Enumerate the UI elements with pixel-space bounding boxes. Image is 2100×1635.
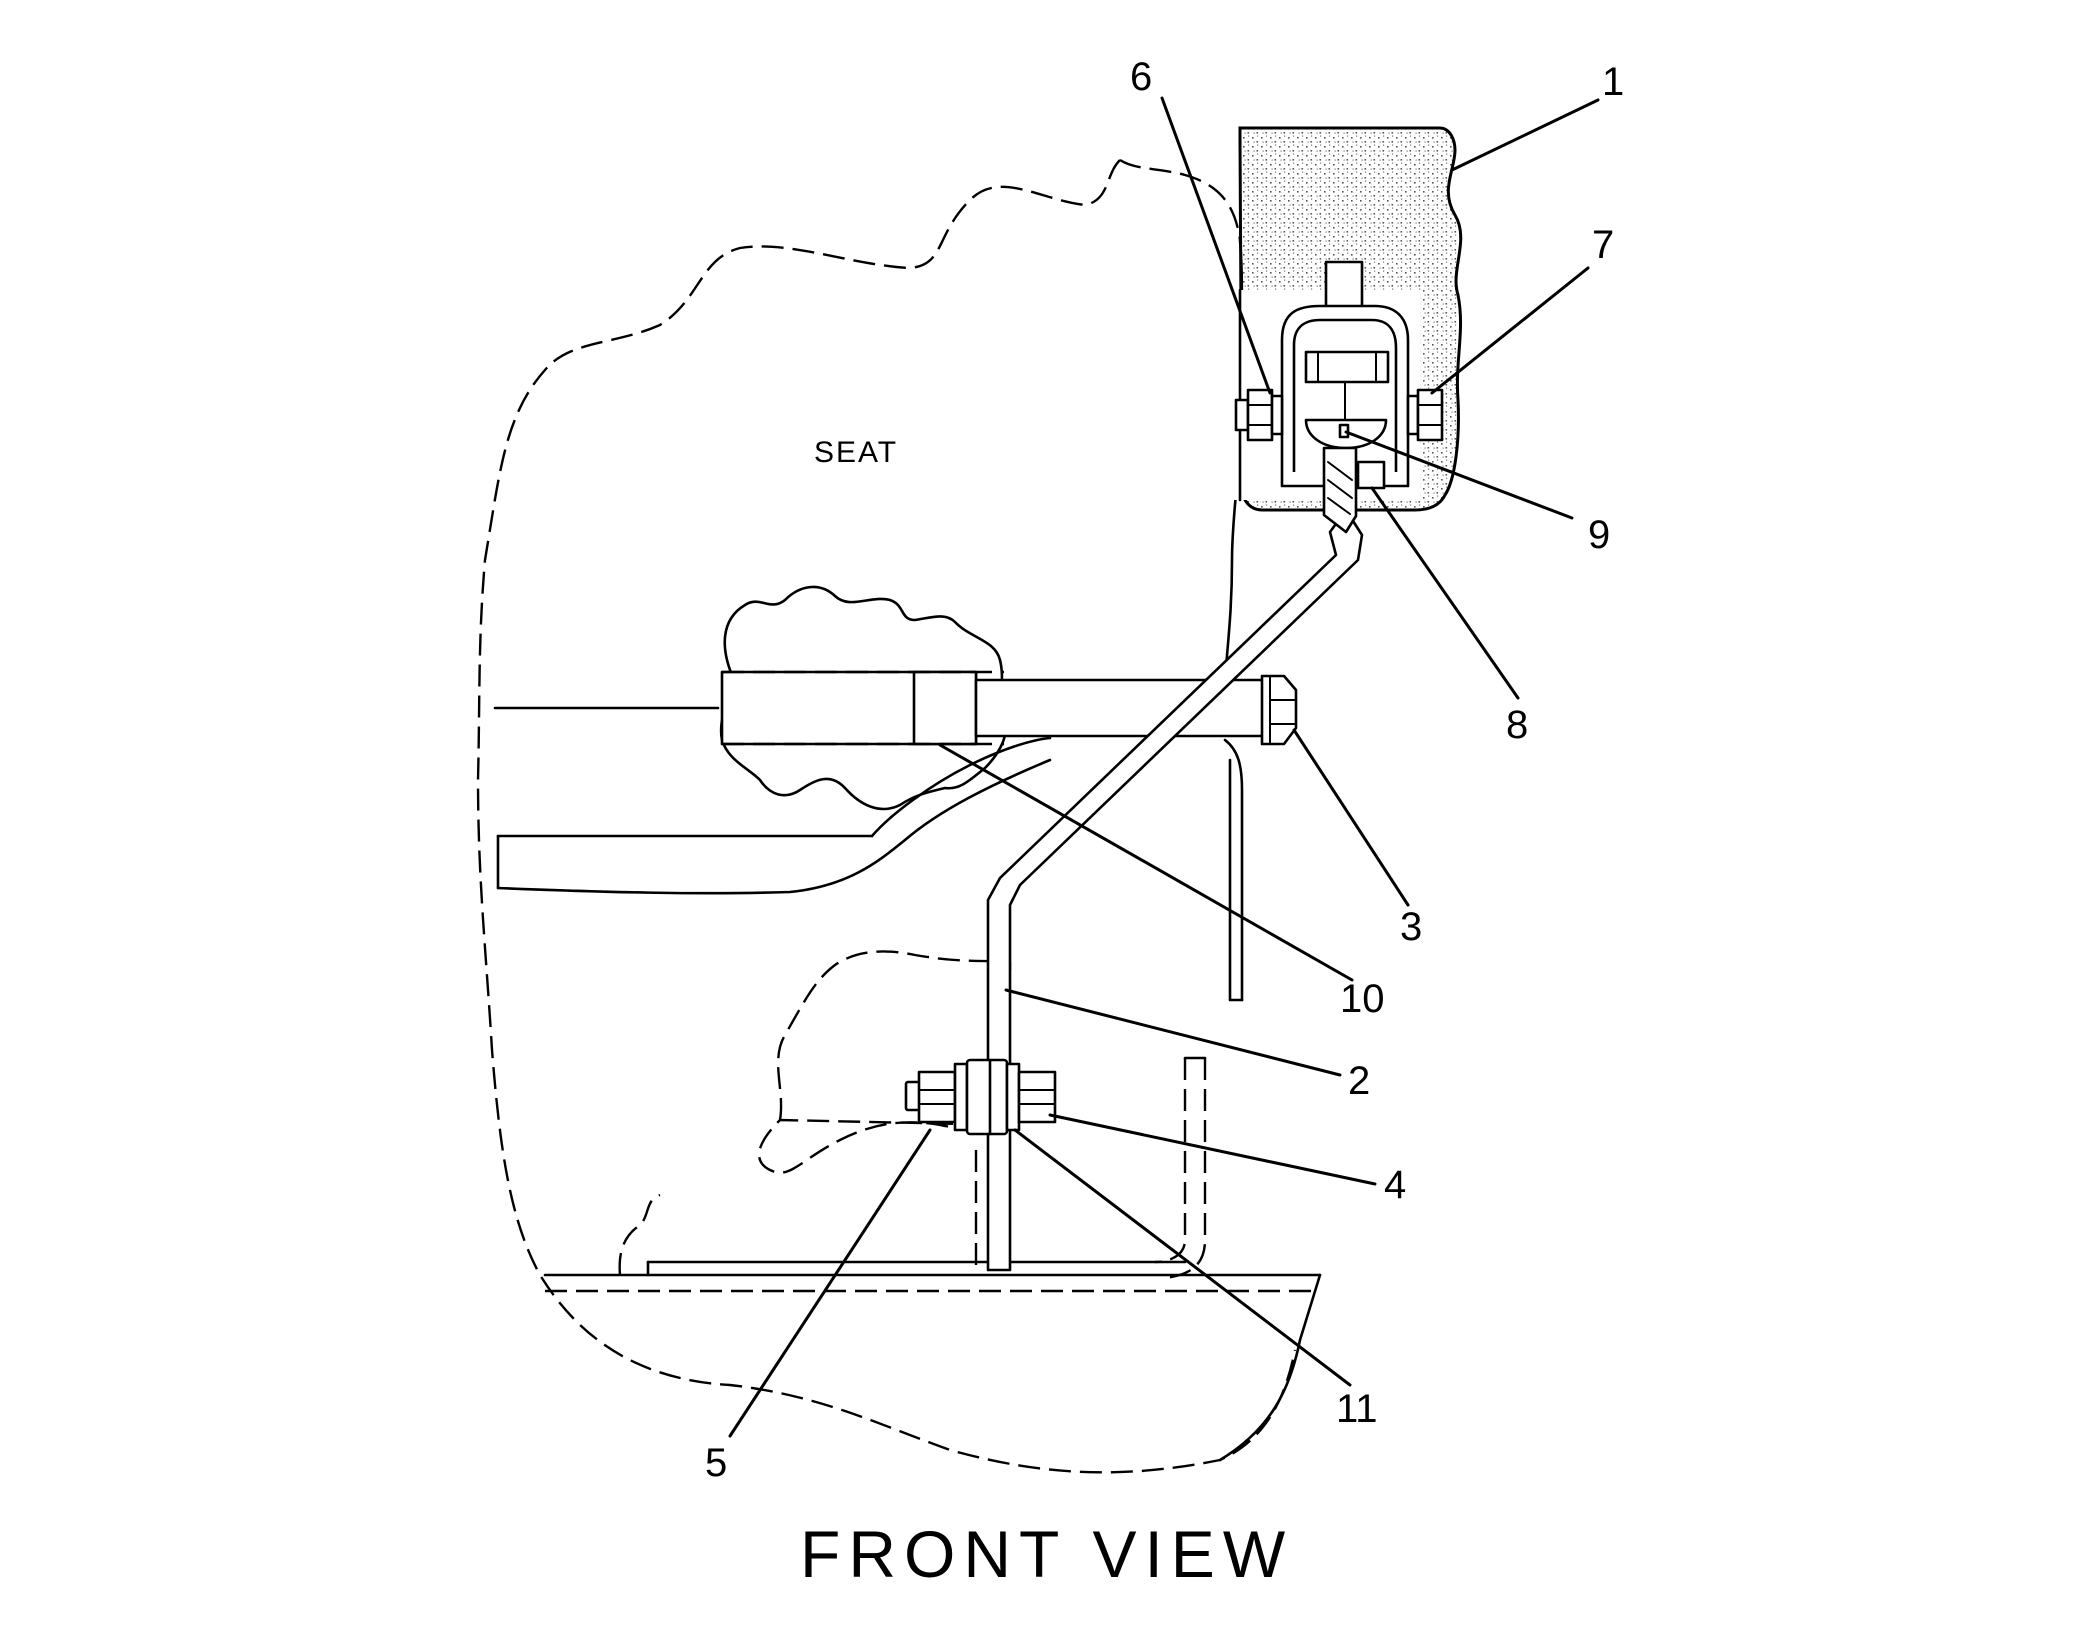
leader-3: [1292, 728, 1410, 907]
leader-11: [1013, 1128, 1352, 1387]
leader-7: [1430, 266, 1590, 395]
callout-2: 2: [1348, 1059, 1370, 1103]
callout-10: 10: [1340, 977, 1385, 1021]
leader-10: [938, 743, 1354, 982]
seat-mount-plate: [1223, 738, 1244, 1002]
lower-fastener-stack: [904, 1058, 1057, 1136]
callout-7: 7: [1592, 223, 1614, 267]
callout-3: 3: [1400, 905, 1422, 949]
cab-floor: [543, 1193, 1322, 1462]
view-title: FRONT VIEW: [800, 1517, 1293, 1591]
leader-9: [1344, 430, 1574, 520]
callout-6: 6: [1130, 55, 1152, 99]
lower-bracket: [1154, 1056, 1207, 1280]
clevis-assembly: [1234, 260, 1444, 534]
leader-5: [728, 1128, 932, 1438]
callout-8: 8: [1506, 703, 1528, 747]
callout-4: 4: [1384, 1163, 1406, 1207]
callout-1: 1: [1602, 60, 1624, 104]
callout-labels: 1 6 7 9 8 3 10 2 4 11 5: [705, 55, 1624, 1485]
leader-1: [1450, 98, 1600, 172]
armrest-rails: [493, 706, 1052, 895]
seat-outline: [476, 158, 1297, 1474]
leader-4: [1048, 1113, 1377, 1186]
linkage-rod-2: [986, 508, 1364, 1272]
leader-6: [1160, 96, 1272, 395]
callout-5: 5: [705, 1441, 727, 1485]
leader-lines: [728, 96, 1600, 1438]
nut-3: [1260, 674, 1298, 746]
callout-9: 9: [1588, 513, 1610, 557]
callout-11: 11: [1336, 1387, 1378, 1431]
leader-2: [1004, 988, 1342, 1077]
seat-label: SEAT: [814, 436, 898, 469]
leader-8: [1370, 486, 1520, 700]
break-cloud-lower: [758, 950, 1012, 1174]
